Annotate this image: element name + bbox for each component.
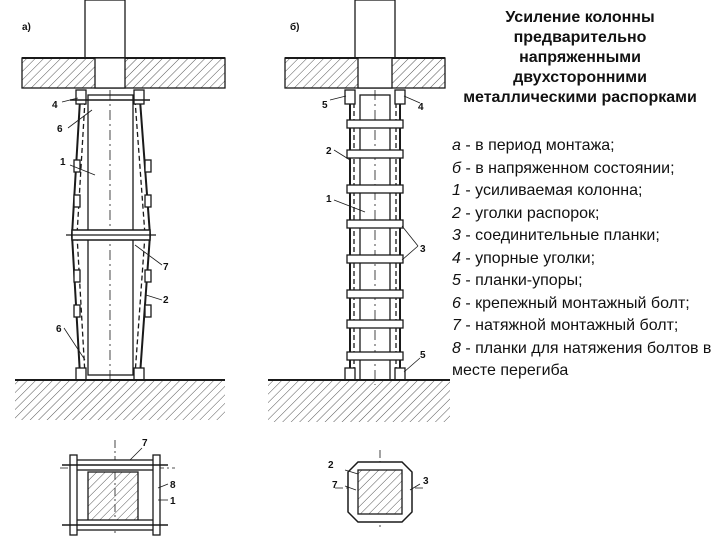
label-3-sb: 3 <box>423 476 429 487</box>
legend-item: 5 - планки-упоры; <box>452 272 583 289</box>
legend-item: 8 - планки для натяжения болтов в месте … <box>452 339 712 380</box>
diagram-title: Усиление колонны предварительно напряжен… <box>445 8 715 108</box>
view-a-drawing <box>15 0 226 536</box>
label-7-a: 7 <box>163 262 169 273</box>
label-1-sa: 1 <box>170 496 176 507</box>
upper-column-a <box>84 0 126 59</box>
legend-item: 4 - упорные уголки; <box>452 249 596 267</box>
title-line: напряженными <box>519 49 641 66</box>
label-1-a: 1 <box>60 157 66 168</box>
upper-column-b <box>354 0 396 59</box>
title-line: металлическими распорками <box>463 89 697 106</box>
title-line: Усиление колонны <box>505 9 655 26</box>
section-b <box>335 450 425 530</box>
label-4-a: 4 <box>52 100 58 111</box>
section-a <box>60 440 175 536</box>
label-5-b: 5 <box>322 100 328 111</box>
label-3-b: 3 <box>420 244 426 255</box>
view-a-label: а) <box>22 22 31 33</box>
legend: а - в период монтажа; б - в напряженном … <box>452 135 720 383</box>
drawing-labels: а) б) 4 6 1 7 2 6 7 8 1 5 4 2 1 3 5 2 7 … <box>22 21 429 507</box>
label-8-sa: 8 <box>170 480 176 491</box>
label-6b-a: 6 <box>56 324 62 335</box>
view-b-drawing <box>268 0 450 530</box>
legend-item: а - в период монтажа; <box>452 137 615 154</box>
label-7-sa: 7 <box>142 438 148 449</box>
label-1-b: 1 <box>326 194 332 205</box>
title-line: двухсторонними <box>513 69 647 86</box>
legend-item: 7 - натяжной монтажный болт; <box>452 317 679 334</box>
legend-item: 2 - уголки распорок; <box>452 204 600 222</box>
label-5b-b: 5 <box>420 350 426 361</box>
ground-b <box>268 380 450 422</box>
ground-a <box>15 380 225 420</box>
view-b-label: б) <box>290 21 300 33</box>
label-4-b: 4 <box>418 102 424 113</box>
label-2-a: 2 <box>163 295 169 306</box>
legend-item: 1 - усиливаемая колонна; <box>452 182 643 199</box>
legend-item: б - в напряженном состоянии; <box>452 159 675 177</box>
legend-item: 6 - крепежный монтажный болт; <box>452 294 690 312</box>
label-2-b: 2 <box>326 146 332 157</box>
label-6-a: 6 <box>57 124 63 135</box>
label-2-sb: 2 <box>328 460 334 471</box>
legend-item: 3 - соединительные планки; <box>452 227 660 244</box>
label-7-sb: 7 <box>332 480 338 491</box>
title-line: предварительно <box>513 29 647 46</box>
